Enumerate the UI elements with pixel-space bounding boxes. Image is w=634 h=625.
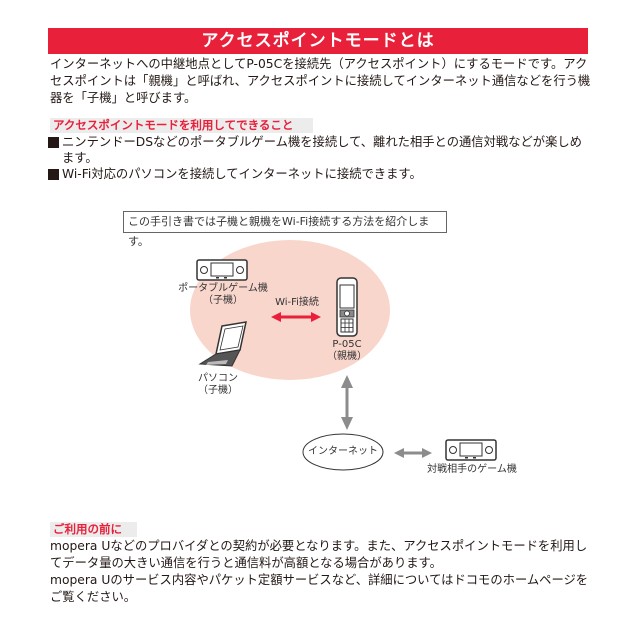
phone-name: P-05C xyxy=(332,339,362,350)
page-title: アクセスポイントモードとは xyxy=(48,28,588,54)
internet-label: インターネット xyxy=(308,446,378,457)
bullet-square-icon xyxy=(48,169,59,180)
portable-game-icon xyxy=(196,259,248,281)
phone-icon xyxy=(336,277,358,337)
wifi-label: Wi-Fi接続 xyxy=(275,297,319,308)
notes-body: mopera Uなどのプロバイダとの契約が必要となります。また、アクセスポイント… xyxy=(50,538,595,606)
phone-role: （親機） xyxy=(327,351,367,362)
feature-item: Wi-Fi対応のパソコンを接続してインターネットに接続できます。 xyxy=(48,166,593,182)
note-line: mopera Uのサービス内容やパケット定額サービスなど、詳細についてはドコモの… xyxy=(50,573,589,604)
notes-heading: ご利用の前に xyxy=(50,522,137,537)
opponent-label: 対戦相手のゲーム機 xyxy=(427,464,517,475)
phone-label: P-05C （親機） xyxy=(320,339,374,363)
features-heading: アクセスポイントモードを利用してできること xyxy=(50,118,313,133)
internet-cloud xyxy=(302,433,384,471)
pc-role: （子機） xyxy=(198,385,238,396)
feature-text: ニンテンドーDSなどのポータブルゲーム機を接続して、離れた相手との通信対戦などが… xyxy=(62,135,582,165)
note-line: mopera Uなどのプロバイダとの契約が必要となります。また、アクセスポイント… xyxy=(50,539,588,570)
feature-text: Wi-Fi対応のパソコンを接続してインターネットに接続できます。 xyxy=(62,167,422,181)
game-device-role: （子機） xyxy=(203,295,243,306)
intro-paragraph: インターネットへの中継地点としてP-05Cを接続先（アクセスポイント）にするモー… xyxy=(50,57,591,105)
phone-internet-arrow xyxy=(341,375,353,430)
diagram-caption: この手引き書では子機と親機をWi-Fi接続する方法を紹介します。 xyxy=(123,211,447,248)
pc-name: パソコン xyxy=(198,373,238,384)
internet-opponent-arrow xyxy=(394,448,432,458)
features-list: ニンテンドーDSなどのポータブルゲーム機を接続して、離れた相手との通信対戦などが… xyxy=(48,134,593,182)
game-device-name: ポータブルゲーム機 xyxy=(178,283,268,294)
bullet-square-icon xyxy=(48,137,59,148)
laptop-icon xyxy=(198,321,247,367)
pc-label: パソコン （子機） xyxy=(188,373,248,397)
game-device-label: ポータブルゲーム機 （子機） xyxy=(168,283,278,307)
wifi-connection-arrow xyxy=(271,312,321,322)
opponent-game-icon xyxy=(445,439,497,461)
feature-item: ニンテンドーDSなどのポータブルゲーム機を接続して、離れた相手との通信対戦などが… xyxy=(48,134,593,166)
